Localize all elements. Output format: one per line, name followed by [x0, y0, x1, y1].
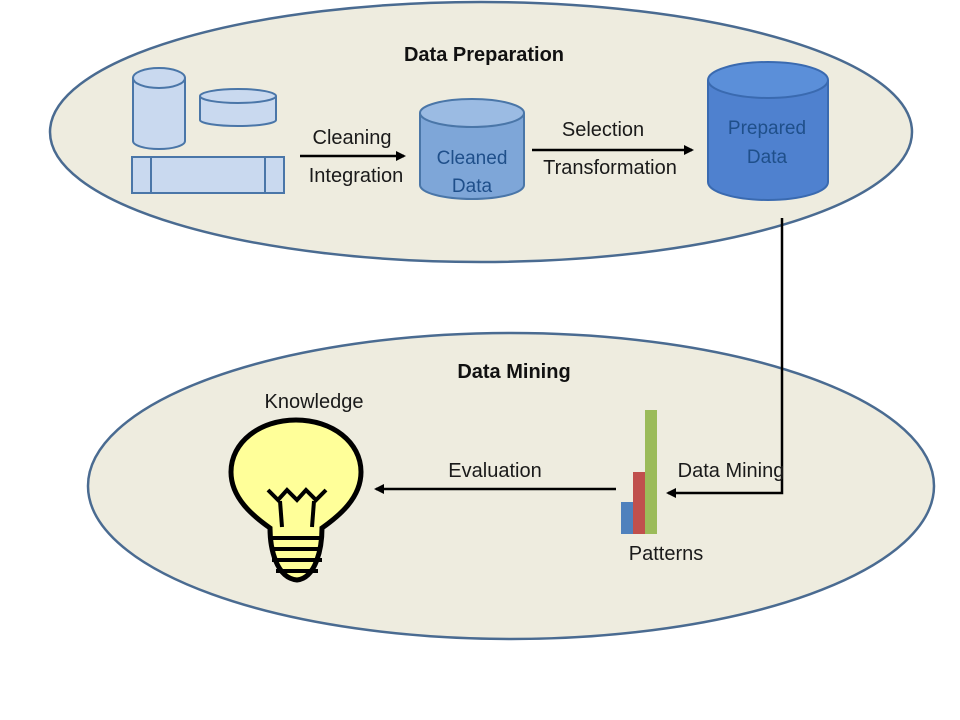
cleaning-label: Cleaning	[313, 127, 392, 149]
integration-label: Integration	[309, 165, 404, 187]
selection-label: Selection	[562, 119, 644, 141]
cleaned-data-cylinder	[419, 98, 525, 200]
prepared-data-label-line2: Data	[747, 147, 788, 168]
patterns-label: Patterns	[629, 543, 703, 565]
patterns-bar-1	[621, 502, 633, 534]
patterns-bar-3	[645, 410, 657, 534]
data-mining-title: Data Mining	[457, 361, 570, 383]
prepared-data-label-line1: Prepared	[728, 118, 806, 139]
data-mining-arrow	[666, 218, 784, 498]
cleaned-data-label-line1: Cleaned	[437, 148, 508, 169]
transformation-label: Transformation	[543, 157, 677, 179]
source-databases-icon	[131, 67, 285, 194]
cleaned-data-label-line2: Data	[452, 176, 493, 197]
patterns-bar-2	[633, 472, 645, 534]
patterns-bar-chart-icon	[621, 410, 657, 534]
data-mining-step-label: Data Mining	[678, 460, 785, 482]
evaluation-label: Evaluation	[448, 460, 541, 482]
prepared-data-cylinder	[707, 61, 829, 201]
knowledge-label: Knowledge	[265, 391, 364, 413]
data-preparation-title: Data Preparation	[404, 44, 564, 66]
light-bulb-icon	[228, 417, 364, 583]
